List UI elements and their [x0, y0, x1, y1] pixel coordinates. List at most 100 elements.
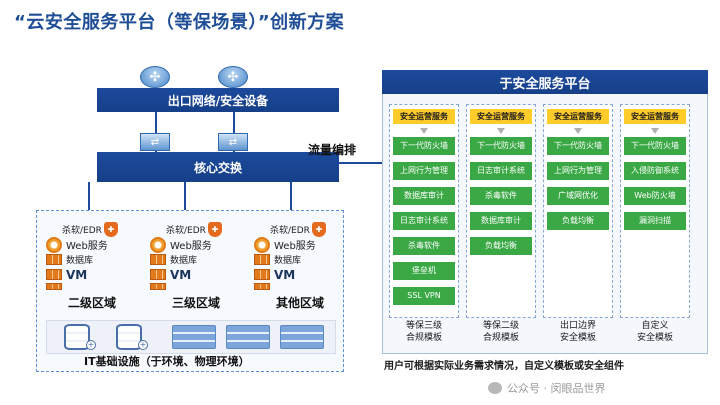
shield-icon: ✚: [311, 222, 326, 237]
column-name: 等保二级 合规模板: [466, 320, 536, 344]
web-service-label: Web服务: [274, 241, 316, 252]
vm-label: VM: [274, 267, 296, 282]
router-icon: ✣: [140, 66, 170, 88]
exit-network-bar: 出口网络/安全设备: [97, 88, 339, 112]
brick-icon: [46, 282, 62, 290]
database-icon: [64, 324, 90, 350]
zone-level2: 杀软/EDR ✚ Web服务 数据库 VM 二级区域: [46, 222, 138, 311]
connector-line: [155, 112, 157, 152]
database-icon: [116, 324, 142, 350]
web-service-label: Web服务: [170, 241, 212, 252]
zone-other: 杀软/EDR ✚ Web服务 数据库 VM 其他区域: [254, 222, 346, 311]
database-label: 数据库: [66, 256, 94, 266]
server-icon: [172, 325, 216, 349]
arrow-down-icon: [574, 128, 582, 134]
switch-icon: ⇄: [140, 133, 170, 151]
component-item: 杀毒软件: [393, 237, 455, 255]
template-column: 安全运营服务 下一代防火墙 日志审计系统 杀毒软件 数据库审计 负载均衡: [466, 104, 536, 318]
watermark-text: 公众号 · 闵眼品世界: [507, 382, 606, 395]
edr-label: 杀软/EDR: [62, 226, 102, 236]
plus-icon: +: [86, 340, 96, 350]
column-name-line2: 安全模板: [559, 333, 596, 343]
edr-label: 杀软/EDR: [270, 226, 310, 236]
gear-icon: [150, 236, 166, 253]
component-item: 上网行为管理: [547, 162, 609, 180]
template-column: 安全运营服务 下一代防火墙 上网行为管理 广域网优化 负载均衡: [543, 104, 613, 318]
brick-icon: [254, 254, 270, 265]
vm-label: VM: [66, 267, 88, 282]
ops-service-label: 安全运营服务: [393, 109, 455, 124]
column-name-line1: 等保三级: [405, 321, 442, 331]
connector-line: [233, 112, 235, 152]
component-item: 广域网优化: [547, 187, 609, 205]
connector-line: [290, 182, 292, 222]
component-item: 负载均衡: [470, 237, 532, 255]
template-column: 安全运营服务 下一代防火墙 上网行为管理 数据库审计 日志审计系统 杀毒软件 堡…: [389, 104, 459, 318]
component-item: 数据库审计: [470, 212, 532, 230]
gear-icon: [46, 236, 62, 253]
arrow-down-icon: [497, 128, 505, 134]
brick-icon: [150, 269, 166, 280]
connector-line: [184, 182, 186, 222]
customization-note: 用户可根据实际业务需求情况，自定义模板或安全组件: [384, 361, 624, 372]
platform-title: 于安全服务平台: [382, 70, 708, 94]
component-item: 漏洞扫描: [624, 212, 686, 230]
server-icon: [280, 325, 324, 349]
arrow-down-icon: [420, 128, 428, 134]
component-item: Web防火墙: [624, 187, 686, 205]
ops-service-label: 安全运营服务: [547, 109, 609, 124]
brick-icon: [150, 282, 166, 290]
column-name-line2: 安全模板: [636, 333, 673, 343]
router-icon: ✣: [218, 66, 248, 88]
component-item: 日志审计系统: [393, 212, 455, 230]
column-name-line2: 合规模板: [405, 333, 442, 343]
wechat-icon: [488, 382, 502, 394]
page-title: “云安全服务平台（等保场景）”创新方案: [14, 12, 345, 33]
component-item: SSL VPN: [393, 287, 455, 305]
plus-icon: +: [138, 340, 148, 350]
component-item: 入侵防御系统: [624, 162, 686, 180]
flow-connector: [339, 162, 382, 164]
zone-name: 其他区域: [275, 296, 324, 310]
database-label: 数据库: [274, 256, 302, 266]
zone-name: 二级区域: [67, 296, 116, 310]
brick-icon: [46, 269, 62, 280]
zone-name: 三级区域: [171, 296, 220, 310]
flow-orchestration-label: 流量编排: [308, 143, 357, 157]
edr-label: 杀软/EDR: [166, 226, 206, 236]
brick-icon: [150, 254, 166, 265]
component-item: 下一代防火墙: [624, 137, 686, 155]
brick-icon: [46, 254, 62, 265]
switch-icon: ⇄: [218, 133, 248, 151]
arrow-down-icon: [651, 128, 659, 134]
component-item: 负载均衡: [547, 212, 609, 230]
connector-line: [88, 182, 90, 222]
component-item: 杀毒软件: [470, 187, 532, 205]
server-icon: [226, 325, 270, 349]
ops-service-label: 安全运营服务: [624, 109, 686, 124]
core-switch-bar: 核心交换: [97, 152, 339, 182]
column-name: 出口边界 安全模板: [543, 320, 613, 344]
brick-icon: [254, 282, 270, 290]
infrastructure-label: IT基础设施（于环境、物理环境）: [84, 355, 250, 368]
column-name-line2: 合规模板: [482, 333, 519, 343]
template-column: 安全运营服务 下一代防火墙 入侵防御系统 Web防火墙 漏洞扫描: [620, 104, 690, 318]
watermark: 公众号 · 闵眼品世界: [488, 380, 606, 396]
component-item: 下一代防火墙: [470, 137, 532, 155]
vm-label: VM: [170, 267, 192, 282]
component-item: 下一代防火墙: [547, 137, 609, 155]
component-item: 数据库审计: [393, 187, 455, 205]
shield-icon: ✚: [207, 222, 222, 237]
web-service-label: Web服务: [66, 241, 108, 252]
brick-icon: [254, 269, 270, 280]
column-name-line1: 出口边界: [559, 321, 596, 331]
component-item: 日志审计系统: [470, 162, 532, 180]
zone-level3: 杀软/EDR ✚ Web服务 数据库 VM 三级区域: [150, 222, 242, 311]
component-item: 堡垒机: [393, 262, 455, 280]
component-item: 上网行为管理: [393, 162, 455, 180]
column-name-line1: 自定义: [641, 321, 669, 331]
database-label: 数据库: [170, 256, 198, 266]
ops-service-label: 安全运营服务: [470, 109, 532, 124]
component-item: 下一代防火墙: [393, 137, 455, 155]
column-name: 等保三级 合规模板: [389, 320, 459, 344]
